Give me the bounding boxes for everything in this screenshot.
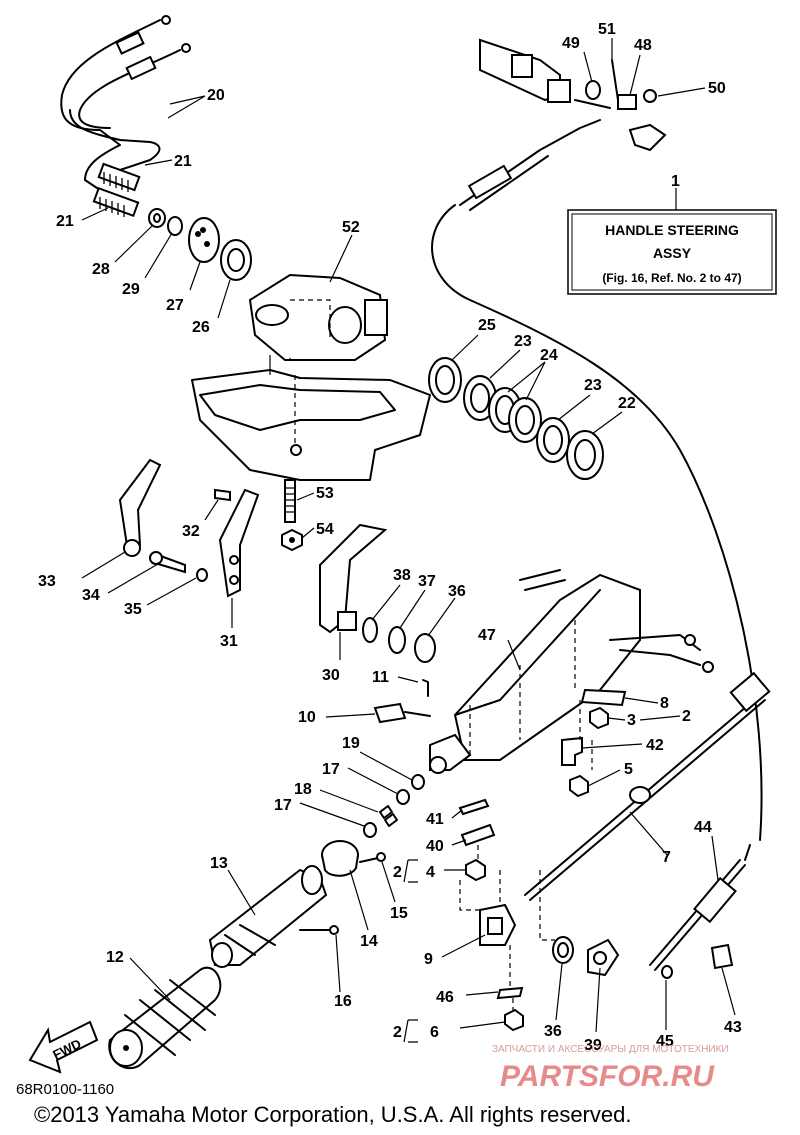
diagram-code: 68R0100-1160: [16, 1081, 114, 1098]
callout-30: 30: [322, 667, 340, 684]
callout-47: 47: [478, 627, 496, 644]
callout-1: 1: [671, 173, 680, 190]
callout-33: 33: [38, 573, 56, 590]
callout-53: 53: [316, 485, 334, 502]
callout-52: 52: [342, 219, 360, 236]
steering-bracket: [248, 273, 388, 375]
callout-28: 28: [92, 261, 110, 278]
callout-3: 3: [627, 712, 636, 729]
callout-41: 41: [426, 811, 444, 828]
throttle-spring: [363, 774, 425, 838]
callout-9: 9: [424, 951, 433, 968]
callout-34: 34: [82, 587, 100, 604]
callout-44: 44: [694, 819, 712, 836]
callout-15: 15: [390, 905, 408, 922]
callout-19: 19: [342, 735, 360, 752]
callout-20: 20: [207, 87, 225, 104]
callout-21-lower: 21: [56, 213, 74, 230]
bottom-fittings: [496, 870, 734, 1032]
callout-48: 48: [634, 37, 652, 54]
callout-38: 38: [393, 567, 411, 584]
stud-and-nut: [281, 479, 303, 552]
tiller-top-bracket: [479, 38, 667, 152]
cable-tube: [431, 119, 763, 841]
callout-2-center: 2: [393, 864, 402, 881]
watermark-site: PARTSFOR.RU: [500, 1060, 715, 1093]
copyright-notice: ©2013 Yamaha Motor Corporation, U.S.A. A…: [34, 1102, 631, 1127]
callout-18: 18: [294, 781, 312, 798]
callout-42: 42: [646, 737, 664, 754]
callout-23-right: 23: [584, 377, 602, 394]
info-box-line-2: ASSY: [653, 245, 692, 261]
throttle-grip: [108, 966, 222, 1070]
callout-43: 43: [724, 1019, 742, 1036]
callout-31: 31: [220, 633, 238, 650]
info-box: [567, 209, 777, 295]
callout-49: 49: [562, 35, 580, 52]
callout-40: 40: [426, 838, 444, 855]
callout-32: 32: [182, 523, 200, 540]
screws-10-11: [373, 679, 431, 724]
callout-7: 7: [662, 849, 671, 866]
info-box-line-3: (Fig. 16, Ref. No. 2 to 47): [602, 271, 741, 285]
callout-51: 51: [598, 21, 616, 38]
callout-10: 10: [298, 709, 316, 726]
shaft-washers: [362, 617, 436, 663]
callout-5: 5: [624, 761, 633, 778]
callout-16: 16: [334, 993, 352, 1010]
callout-22: 22: [618, 395, 636, 412]
watermark-tagline: ЗАПЧАСТИ И АКСЕССУАРЫ ДЛЯ МОТОТЕХНИКИ: [492, 1044, 729, 1055]
callout-35: 35: [124, 601, 142, 618]
callout-36-upper: 36: [448, 583, 466, 600]
callout-2-right: 2: [682, 708, 691, 725]
callout-46: 46: [436, 989, 454, 1006]
callout-23-left: 23: [514, 333, 532, 350]
callout-24: 24: [540, 347, 558, 364]
callout-14: 14: [360, 933, 378, 950]
callout-13: 13: [210, 855, 228, 872]
grip-sleeve: [321, 840, 386, 877]
center-fittings: [458, 798, 496, 882]
callout-17-lower: 17: [274, 797, 292, 814]
callout-45: 45: [656, 1033, 674, 1050]
callout-2-bottom: 2: [393, 1024, 402, 1041]
lower-mount-plate: [191, 369, 431, 481]
callout-21-upper: 21: [174, 153, 192, 170]
right-side-fittings: [561, 688, 627, 798]
callout-54: 54: [316, 521, 334, 538]
callout-17-upper: 17: [322, 761, 340, 778]
callout-39: 39: [584, 1037, 602, 1054]
shift-rod: [524, 671, 771, 971]
callout-8: 8: [660, 695, 669, 712]
callout-12: 12: [106, 949, 124, 966]
steering-washers: [428, 357, 604, 480]
friction-lever: [118, 458, 388, 634]
callout-4: 4: [426, 864, 435, 881]
callout-29: 29: [122, 281, 140, 298]
callout-6: 6: [430, 1024, 439, 1041]
info-box-line-1: HANDLE STEERING: [605, 222, 739, 238]
throttle-shaft: [208, 865, 339, 968]
tiller-housing: [429, 569, 714, 774]
callout-labels: 51 49 48 50 1 20 21 21 28 29 27 26 52 25…: [38, 21, 742, 1054]
callout-37: 37: [418, 573, 436, 590]
callout-25: 25: [478, 317, 496, 334]
throttle-cables: [60, 15, 191, 218]
control-bracket: [459, 870, 517, 946]
callout-26: 26: [192, 319, 210, 336]
callout-27: 27: [166, 297, 184, 314]
leader-lines: [81, 38, 736, 1043]
callout-36-lower: 36: [544, 1023, 562, 1040]
callout-11: 11: [372, 669, 389, 686]
cable-washers: [148, 208, 252, 281]
fwd-arrow: [28, 1020, 99, 1074]
callout-50: 50: [708, 80, 726, 97]
